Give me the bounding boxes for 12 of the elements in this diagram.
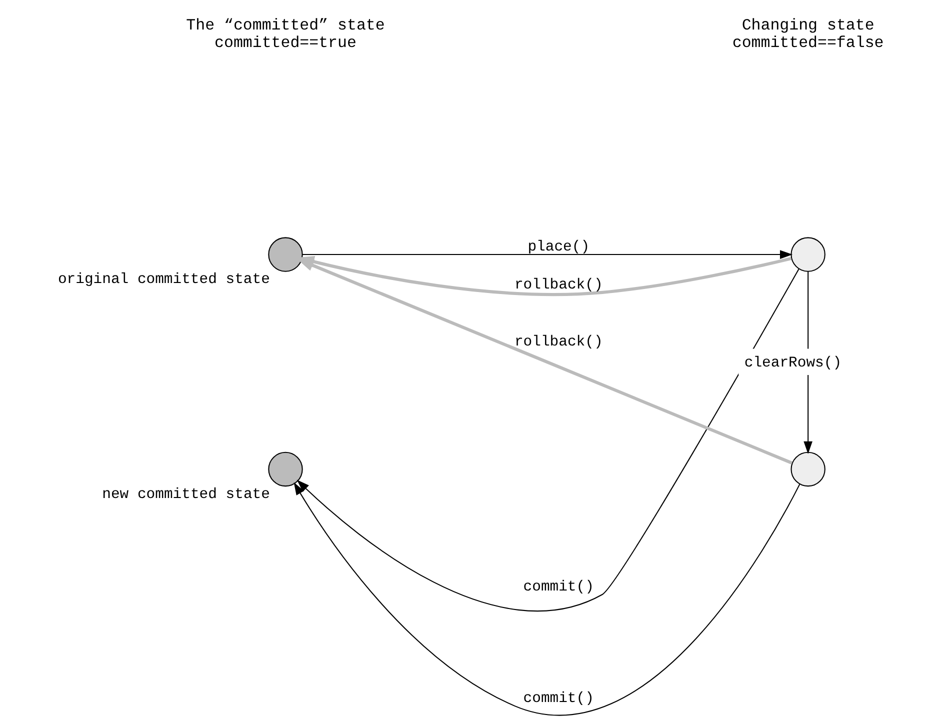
label: committed==false [732,34,884,52]
node-label: new committed state [102,486,270,503]
edge-label: commit() [523,691,594,708]
edge-label: rollback() [514,277,603,294]
label: Changing state [742,16,874,34]
edge-label: clearRows() [744,355,842,372]
label: The “committed” state [186,16,385,34]
edge-label: place() [528,240,590,256]
node-label: original committed state [58,272,270,288]
edge-label: commit() [523,579,594,596]
edge-label: rollback() [514,334,603,350]
label: committed==true [214,34,356,52]
